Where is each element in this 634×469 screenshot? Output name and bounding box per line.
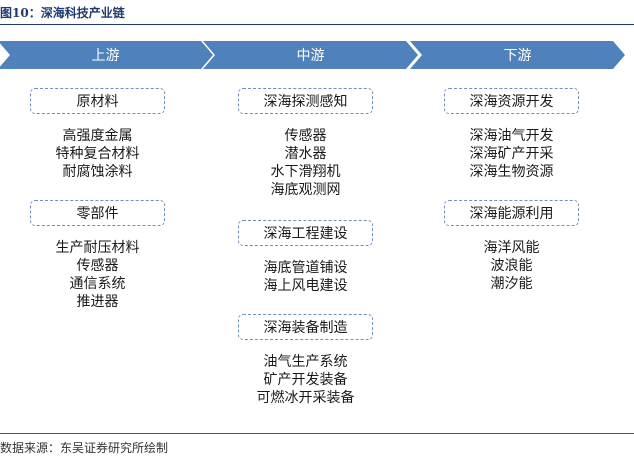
group-box-deep-sea-equipment: 深海装备制造 [238, 314, 373, 340]
list-item: 海底观测网 [270, 182, 341, 198]
list-item: 潜水器 [284, 146, 327, 162]
list-item: 传感器 [76, 258, 119, 274]
item-list-components: 生产耐压材料 传感器 通信系统 推进器 [30, 239, 165, 311]
bottom-rule [0, 433, 634, 434]
list-item: 传感器 [284, 128, 327, 144]
group-box-components: 零部件 [30, 200, 165, 226]
stage-arrow-downstream: 下游 [410, 41, 625, 69]
list-item: 波浪能 [490, 258, 533, 274]
list-item: 水下滑翔机 [270, 164, 341, 180]
list-item: 海底管道铺设 [263, 260, 348, 276]
list-item: 油气生产系统 [263, 354, 348, 370]
list-item: 矿产开发装备 [263, 372, 348, 388]
list-item: 潮汐能 [490, 276, 533, 292]
list-item: 海洋风能 [483, 240, 540, 256]
list-item: 可燃冰开采装备 [256, 390, 355, 406]
item-list-deep-sea-detection: 传感器 潜水器 水下滑翔机 海底观测网 [238, 127, 373, 199]
item-list-deep-sea-engineering: 海底管道铺设 海上风电建设 [238, 259, 373, 295]
list-item: 高强度金属 [62, 128, 133, 144]
group-box-deep-sea-detection: 深海探测感知 [238, 88, 373, 114]
item-list-energy-utilization: 海洋风能 波浪能 潮汐能 [444, 239, 579, 293]
stage-arrow-upstream: 上游 [0, 41, 213, 69]
source-note: 数据来源：东吴证券研究所绘制 [0, 441, 169, 455]
list-item: 海上风电建设 [263, 278, 348, 294]
top-rule [0, 24, 634, 25]
list-item: 深海矿产开采 [469, 146, 554, 162]
group-box-energy-utilization: 深海能源利用 [444, 200, 579, 226]
group-box-resource-development: 深海资源开发 [444, 88, 579, 114]
list-item: 耐腐蚀涂料 [62, 164, 133, 180]
list-item: 推进器 [76, 294, 119, 310]
list-item: 深海生物资源 [469, 164, 554, 180]
list-item: 生产耐压材料 [55, 240, 140, 256]
item-list-deep-sea-equipment: 油气生产系统 矿产开发装备 可燃冰开采装备 [238, 353, 373, 407]
item-list-resource-development: 深海油气开发 深海矿产开采 深海生物资源 [444, 127, 579, 181]
group-box-raw-materials: 原材料 [30, 88, 165, 114]
list-item: 特种复合材料 [55, 146, 140, 162]
list-item: 深海油气开发 [469, 128, 554, 144]
stage-arrow-midstream: 中游 [203, 41, 418, 69]
group-box-deep-sea-engineering: 深海工程建设 [238, 220, 373, 246]
list-item: 通信系统 [69, 276, 126, 292]
figure-title: 图10：深海科技产业链 [0, 6, 125, 20]
item-list-raw-materials: 高强度金属 特种复合材料 耐腐蚀涂料 [30, 127, 165, 181]
